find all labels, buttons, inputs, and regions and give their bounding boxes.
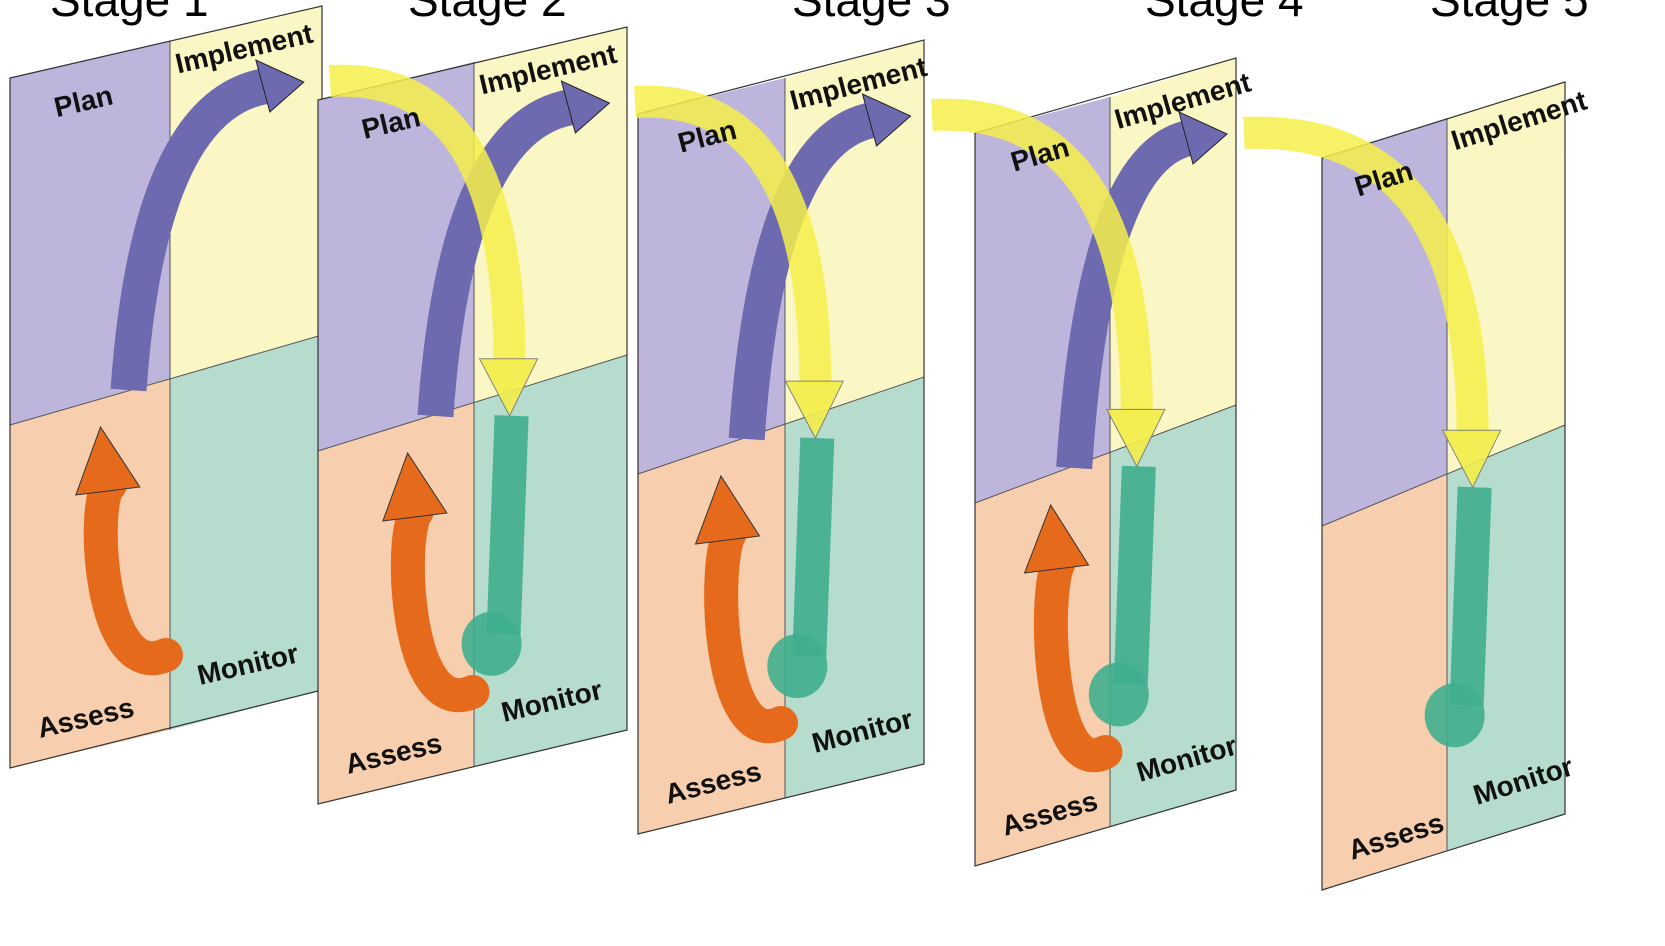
stage-title: Stage 3	[792, 0, 951, 26]
monitor-arrow	[504, 416, 512, 634]
monitor-arrow-end	[767, 634, 827, 698]
stage-title: Stage 2	[408, 0, 567, 26]
monitor-arrow-end	[462, 612, 522, 676]
stage-title: Stage 4	[1145, 0, 1304, 26]
stage-title: Stage 1	[50, 0, 209, 26]
monitor-arrow	[1131, 466, 1139, 684]
stage-panels: PlanImplementMonitorAssessPlanImplementM…	[10, 6, 1590, 890]
monitor-arrow-end	[1425, 683, 1485, 747]
monitor-arrow	[1467, 487, 1475, 705]
monitor-arrow-end	[1089, 662, 1149, 726]
monitor-arrow	[809, 438, 817, 656]
stage-title: Stage 5	[1430, 0, 1589, 26]
